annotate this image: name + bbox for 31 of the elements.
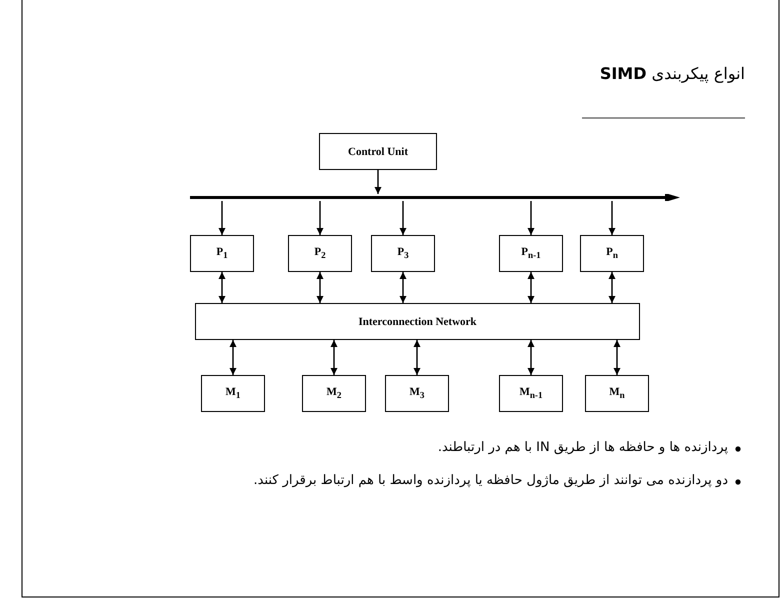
memory-box: M$_{1}$ — [201, 375, 265, 412]
processor-box: P$_{3}$ — [371, 235, 435, 272]
processor-box: P$_{n-1}$ — [499, 235, 563, 272]
memory-box: M$_{3}$ — [385, 375, 449, 412]
processor-box: P$_{n}$ — [580, 235, 644, 272]
arrow — [608, 272, 616, 303]
arrow — [330, 340, 338, 375]
bullet-text: دو پردازنده می توانند از طریق ماژول حافظه یا پردازنده واسط با هم ارتباط برقرار کنند. — [253, 473, 728, 488]
arrow — [528, 340, 534, 375]
arrow — [230, 340, 236, 375]
arrow — [608, 201, 616, 235]
memory-box: M$_{n-1}$ — [499, 375, 563, 412]
bus-arrow — [190, 194, 680, 201]
arrow — [374, 170, 382, 194]
processor-box: P$_{2}$ — [288, 235, 352, 272]
arrow — [614, 340, 620, 375]
arrow — [400, 272, 406, 303]
control-unit-box: Control Unit — [319, 133, 437, 170]
arrow — [218, 201, 226, 235]
memory-box: M$_{2}$ — [302, 375, 366, 412]
arrow — [414, 340, 420, 375]
arrow — [528, 201, 534, 235]
arrow — [316, 272, 324, 303]
arrow — [528, 272, 534, 303]
network-box: Interconnection Network — [195, 303, 640, 340]
arrow — [218, 272, 226, 303]
memory-box: M$_{n}$ — [585, 375, 649, 412]
arrow — [400, 201, 406, 235]
arrow — [316, 201, 324, 235]
processor-box: P$_{1}$ — [190, 235, 254, 272]
bullet-text: پردازنده ها و حافظه ها از طریق IN با هم در ارتباطند. — [438, 440, 728, 455]
